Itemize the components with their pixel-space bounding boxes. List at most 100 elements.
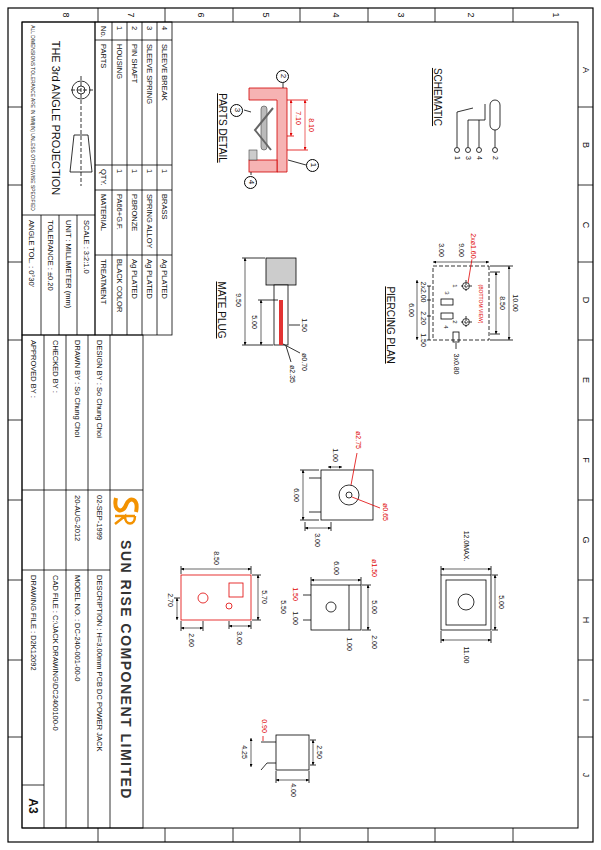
bottom-view bbox=[198, 593, 208, 603]
parts-detail-section bbox=[244, 83, 308, 175]
callout-number: 4 bbox=[245, 176, 258, 189]
table-cell: 1 bbox=[131, 168, 139, 174]
dimension-label: ø0.70 bbox=[301, 352, 308, 372]
piercing-plan bbox=[509, 266, 510, 340]
table-cell: P.BRONZE bbox=[131, 193, 139, 232]
piercing-plan bbox=[468, 259, 472, 283]
company-logo bbox=[115, 516, 135, 524]
dimension-label: 1.00 bbox=[292, 610, 299, 626]
mate-plug-drawing bbox=[279, 300, 283, 345]
schematic-symbol bbox=[466, 148, 471, 153]
callout-number: 2 bbox=[277, 70, 290, 83]
top-view bbox=[441, 640, 491, 641]
dimension-label: 2.20 bbox=[420, 310, 427, 326]
sheet-frame bbox=[8, 8, 593, 842]
view-title: PIERCING PLAN bbox=[385, 285, 395, 364]
dimension-label: 9.50 bbox=[235, 292, 242, 308]
side-view bbox=[326, 602, 336, 612]
front-view bbox=[300, 470, 331, 531]
piercing-plan bbox=[496, 272, 497, 334]
table-cell: PARTS bbox=[100, 43, 108, 69]
table-cell: SLEEVE BREAK bbox=[161, 43, 169, 102]
view-title: MATE PLUG bbox=[216, 280, 226, 339]
dimension-label: 5.00 bbox=[251, 314, 258, 330]
piercing-plan bbox=[441, 313, 453, 319]
dimension-label: 3.00 bbox=[314, 532, 321, 548]
dimension-label: ø0.65 bbox=[382, 502, 389, 522]
callout-number: 3 bbox=[231, 104, 244, 117]
title-block-text: APPROVED BY : bbox=[29, 339, 37, 399]
bottom-view bbox=[181, 628, 203, 629]
schematic-symbol bbox=[490, 100, 500, 130]
title-block-text: UNIT : MILLIMETER (mm) bbox=[64, 219, 72, 309]
table-cell: Ag PLATED bbox=[131, 258, 139, 300]
side-view bbox=[349, 585, 350, 630]
dimension-label: 1.50 bbox=[301, 317, 308, 333]
dimension-label: 3.00 bbox=[236, 630, 243, 646]
dimension-label: 5.00 bbox=[498, 594, 505, 610]
company-logo bbox=[115, 498, 137, 524]
zone-letter: A bbox=[581, 66, 590, 74]
pin-number: 4 bbox=[476, 155, 483, 161]
dimension-label: 11.00 bbox=[463, 646, 470, 665]
table-cell: HOUSING bbox=[116, 43, 124, 80]
front-view bbox=[303, 470, 304, 520]
table-cell: 1 bbox=[146, 168, 154, 174]
zone-number: 6 bbox=[196, 11, 205, 18]
mate-plug-drawing bbox=[242, 258, 300, 362]
mate-plug-drawing bbox=[245, 258, 246, 345]
parts-detail-section bbox=[305, 100, 306, 150]
pin-view bbox=[276, 735, 309, 770]
front-view bbox=[351, 453, 380, 508]
sheet-frame bbox=[98, 8, 513, 22]
zone-letter: F bbox=[581, 456, 590, 464]
projection-symbol bbox=[69, 76, 93, 186]
dimension-label: 2xø1.60 bbox=[470, 232, 477, 259]
dimension-label: 5.50 bbox=[280, 599, 287, 615]
table-cell: PIN SHAFT bbox=[131, 43, 139, 84]
sheet-size: A3 bbox=[27, 797, 39, 814]
bottom-view bbox=[229, 626, 251, 627]
top-view bbox=[441, 566, 498, 643]
piercing-plan bbox=[433, 262, 489, 263]
schematic-symbol bbox=[455, 100, 501, 153]
pin-view bbox=[261, 740, 316, 783]
side-view bbox=[311, 580, 361, 581]
pin-number: 4 bbox=[443, 324, 449, 329]
schematic-symbol bbox=[477, 148, 482, 153]
dimension-label: 7.10 bbox=[295, 110, 302, 126]
parts-detail-section bbox=[249, 160, 277, 172]
dimension-label: 3.00 bbox=[438, 242, 445, 258]
front-view bbox=[309, 478, 321, 512]
callout-text: 2 bbox=[279, 74, 287, 78]
table-cell: 1 bbox=[116, 168, 124, 174]
front-view bbox=[339, 485, 359, 505]
dimension-label: 5.00 bbox=[371, 599, 378, 615]
zone-number: 3 bbox=[396, 11, 405, 18]
parts-detail-section bbox=[291, 100, 292, 136]
dimension-label: 1.00 bbox=[346, 636, 353, 652]
dimension-label: 8.10 bbox=[308, 117, 315, 133]
top-view bbox=[458, 594, 474, 610]
schematic-symbol bbox=[457, 104, 495, 148]
dimension-label: 2.60 bbox=[188, 632, 195, 648]
front-view bbox=[321, 470, 373, 520]
tolerance-note: ALL DIMENSIONS TOLERANCE ARE IN MM(IN) U… bbox=[30, 24, 35, 211]
side-view bbox=[303, 577, 371, 630]
front-view bbox=[300, 453, 380, 531]
front-view bbox=[305, 528, 331, 529]
dimension-label: 4.25 bbox=[241, 744, 248, 760]
zone-number: 8 bbox=[61, 11, 70, 18]
table-cell: Ag PLATED bbox=[146, 258, 154, 300]
table-cell: BRASS bbox=[161, 193, 169, 220]
title-block-text: DESIGN BY : So Chung Choi bbox=[95, 339, 103, 439]
dimension-label: 0.90 bbox=[261, 718, 268, 734]
front-view bbox=[328, 467, 342, 468]
title-block bbox=[95, 22, 172, 335]
top-view bbox=[495, 575, 496, 630]
sheet-frame bbox=[8, 8, 593, 842]
view-title: SCHEMATIC bbox=[432, 67, 442, 127]
piercing-plan bbox=[490, 266, 513, 340]
pin-number: 1 bbox=[454, 155, 461, 161]
